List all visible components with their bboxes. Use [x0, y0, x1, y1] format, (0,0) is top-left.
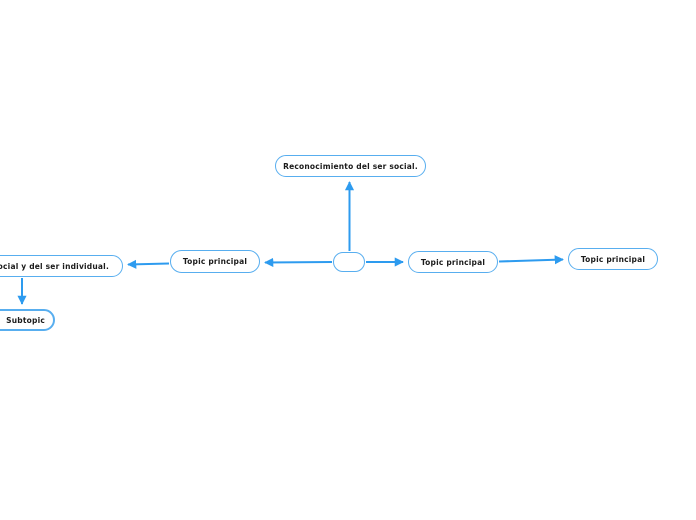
node-reconocimiento-del-ser-social[interactable]: Reconocimiento del ser social.	[275, 155, 426, 177]
node-ser-social-y-del-ser-individual[interactable]: r social y del ser individual.	[0, 255, 123, 277]
node-topic-principal-right[interactable]: Topic principal	[408, 251, 498, 273]
connector-right-topic-to-far-right	[498, 255, 564, 265]
connector-left-topic-to-far-left	[127, 259, 170, 269]
node-central-empty[interactable]	[333, 252, 365, 272]
node-topic-principal-far-right[interactable]: Topic principal	[568, 248, 658, 270]
node-topic-principal-left[interactable]: Topic principal	[170, 250, 260, 273]
node-subtopic[interactable]: Subtopic	[0, 309, 55, 331]
connector-center-to-left-topic	[264, 257, 333, 268]
